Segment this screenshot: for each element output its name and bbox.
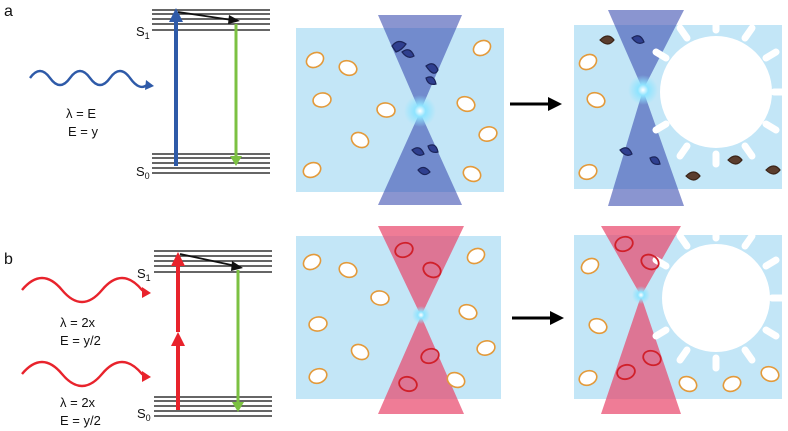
relaxation-arrow bbox=[179, 253, 237, 267]
ground-state-label: S0 bbox=[137, 406, 151, 423]
cavitation-bubble bbox=[652, 16, 788, 168]
photon-energy-label: E = y/2 bbox=[60, 413, 101, 428]
panel-letter-b: b bbox=[4, 251, 13, 268]
photon-wave-b1 bbox=[21, 276, 151, 304]
tissue-before-b bbox=[296, 226, 501, 414]
photon-wave bbox=[21, 276, 147, 304]
photon-arrowhead bbox=[142, 371, 151, 382]
excited-state-label: S1 bbox=[136, 24, 150, 41]
focal-point-glow bbox=[412, 306, 430, 324]
panel-letter-a: a bbox=[4, 3, 13, 20]
relaxation-arrowhead bbox=[231, 261, 243, 271]
photon-energy-label: E = y/2 bbox=[60, 333, 101, 348]
focal-point-glow bbox=[628, 75, 658, 105]
photon-wave bbox=[21, 360, 147, 388]
excited-cells bbox=[394, 241, 442, 393]
laser-beam-cone bbox=[608, 10, 684, 206]
cells bbox=[578, 257, 780, 393]
focal-point-glow bbox=[404, 95, 436, 127]
photon-wave-b2 bbox=[21, 360, 151, 388]
photon-wavelength-label: λ = E bbox=[66, 106, 96, 121]
excitation-arrowhead-upper bbox=[171, 252, 185, 266]
photon-wave bbox=[29, 69, 149, 89]
panel-b: b λ = 2x E = y/2 λ = 2x E = y/2 bbox=[4, 224, 786, 428]
photon-wavelength-label: λ = 2x bbox=[60, 395, 96, 410]
excited-cells bbox=[619, 35, 661, 165]
jablonski-diagram-a: S1 S0 bbox=[136, 8, 270, 181]
cavitation-bubble bbox=[652, 224, 786, 372]
relaxation-arrowhead bbox=[228, 15, 240, 24]
panel-a: a λ = E E = y S1 S0 bbox=[4, 3, 788, 206]
ground-state-levels bbox=[152, 153, 270, 174]
excited-cells bbox=[391, 40, 439, 176]
photon-wave-a bbox=[29, 69, 154, 90]
excitation-arrowhead bbox=[169, 8, 183, 22]
emission-arrowhead bbox=[232, 402, 244, 412]
relaxation-arrow bbox=[177, 11, 233, 21]
cells bbox=[302, 39, 498, 183]
photon-wavelength-label: λ = 2x bbox=[60, 315, 96, 330]
ground-state-levels bbox=[154, 396, 272, 417]
focal-point-glow bbox=[632, 286, 650, 304]
ground-state-label: S0 bbox=[136, 164, 150, 181]
transition-arrow-b bbox=[512, 311, 564, 325]
tissue-after-a bbox=[574, 10, 788, 206]
jablonski-diagram-b: S1 S0 bbox=[137, 250, 272, 423]
tissue-before-a bbox=[296, 15, 504, 205]
damaged-cells bbox=[599, 35, 781, 181]
cells bbox=[302, 247, 496, 389]
excited-state-levels bbox=[152, 9, 270, 31]
photon-arrowhead bbox=[142, 287, 151, 298]
tissue-after-b bbox=[574, 224, 786, 414]
transition-arrow-a bbox=[510, 97, 562, 111]
excitation-arrowhead-lower bbox=[171, 332, 185, 346]
photon-arrowhead bbox=[145, 80, 154, 90]
emission-arrowhead bbox=[230, 156, 242, 166]
cells bbox=[578, 53, 606, 181]
excited-state-label: S1 bbox=[137, 266, 151, 283]
excited-cells bbox=[614, 235, 662, 381]
photon-energy-label: E = y bbox=[68, 124, 98, 139]
